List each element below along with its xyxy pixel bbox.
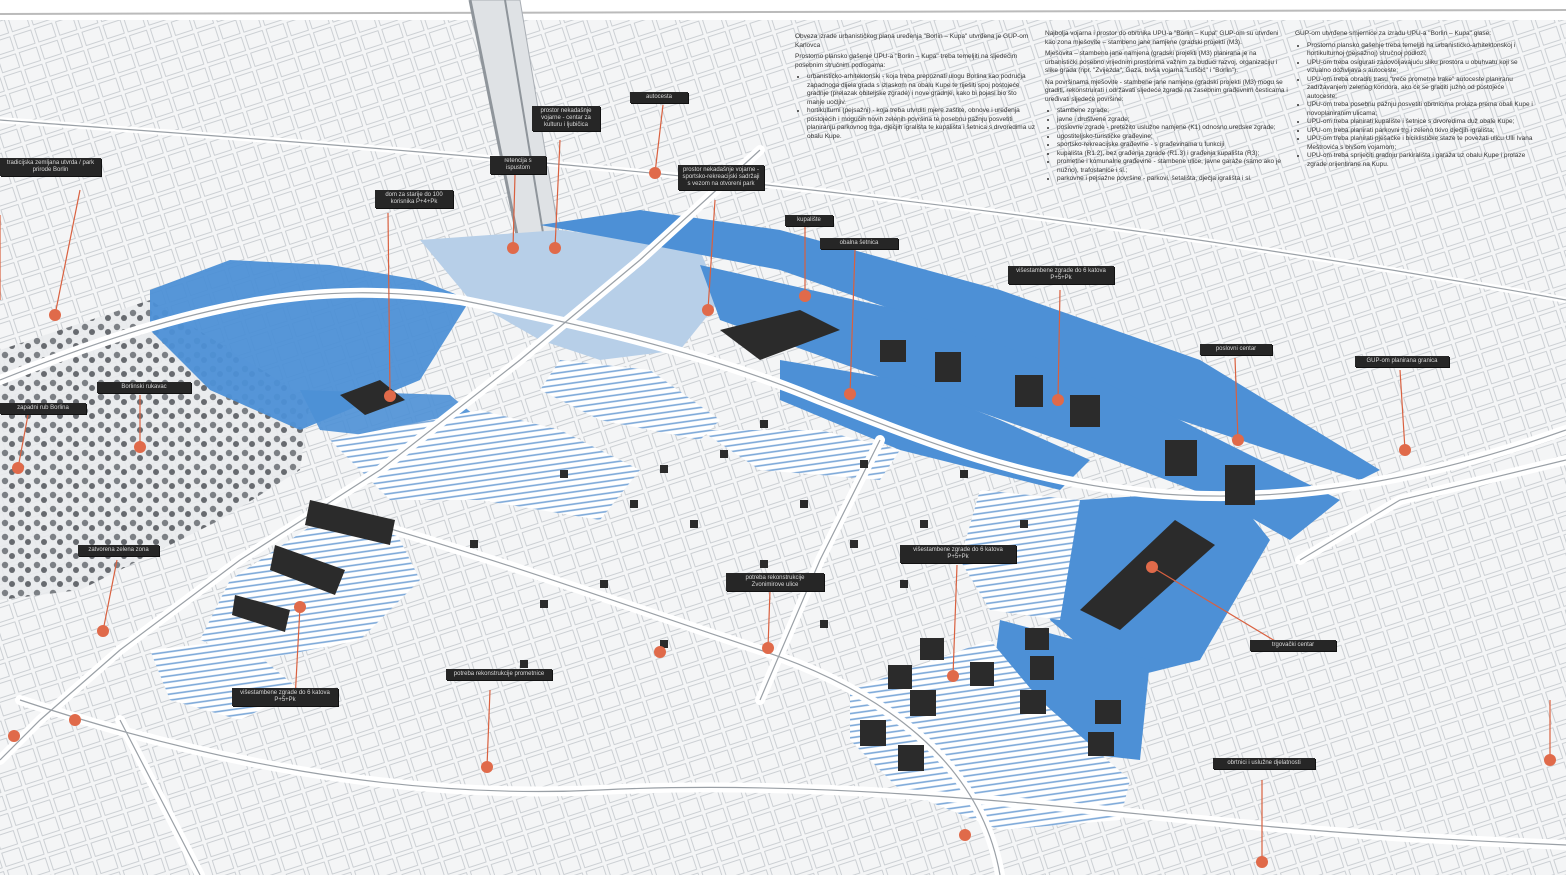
middle-item: kupališta (R1.2), bez građenja zgrade (R… (1057, 150, 1290, 159)
middle-item: sportsko-rekreacijske građevine - s građ… (1057, 141, 1290, 150)
label-potreba-rekon: potreba rekonstrukcije Zvonimirove ulice (726, 573, 824, 591)
right-item: UPU-om treba osigurati zadovoljavajuću s… (1307, 59, 1535, 76)
label-retencija: retencija s ispustom (490, 156, 546, 174)
label-visestambene-1: višestambene zgrade do 6 katova P+5+Pk (1008, 266, 1114, 284)
right-item: UPU-om treba planirati pješačke i bicikl… (1307, 135, 1535, 152)
right-intro: GUP-om utvrđene smjernice za izradu UPU-… (1295, 30, 1492, 37)
label-poslovni: poslovni centar (1200, 344, 1272, 355)
label-obrtnici: obrtnici i uslužne djelatnosti (1213, 758, 1315, 769)
right-item: Prostorno plansko gašenje treba temeljit… (1307, 42, 1535, 59)
text-block-left: Obveza izrade urbanističkog plana uređen… (795, 33, 1035, 144)
text-block-right: GUP-om utvrđene smjernice za izradu UPU-… (1295, 30, 1535, 172)
label-tradicijska-zona: tradicijska zemljana utvrda / park priro… (0, 158, 101, 176)
label-borlin-rub: Borlinski rukavac (97, 382, 191, 393)
label-autocesta: autocesta (630, 92, 688, 103)
label-sportski-centar: prostor nekadašnje vojarne - sportsko-re… (678, 165, 764, 190)
label-gup-granica: GUP-om planirana granica (1355, 356, 1449, 367)
left-heading: Obveza izrade urbanističkog plana uređen… (795, 33, 1029, 49)
middle-p3: Na površinama mješovite - stambene jane … (1045, 78, 1288, 103)
label-dom: dom za starije do 100 korisnika P+4+Pk (375, 190, 453, 208)
label-kupaliste: kupalište (785, 215, 833, 226)
middle-item: ugostiteljsko-turističke građevine; (1057, 133, 1290, 142)
label-visestambene-2: višestambene zgrade do 6 katova P+5+Pk (900, 545, 1016, 563)
label-trg: trgovački centar (1250, 640, 1336, 651)
label-zatvorena-zona: zatvorena zelena zona (78, 545, 159, 556)
right-item: UPU-om treba posebnu pažnju posvetiti ob… (1307, 101, 1535, 118)
middle-item: poslovne zgrade - pretežito uslužne namj… (1057, 124, 1290, 133)
middle-item: stambene zgrade; (1057, 107, 1290, 116)
left-intro: Prostorno plansko gašenje UPU-a "Borlin … (795, 53, 1018, 69)
right-item: UPU-om treba spriječiti gradnju parkiral… (1307, 152, 1535, 169)
middle-item: javne i društvene zgrade; (1057, 116, 1290, 125)
right-item: UPU-om treba obraditi trasu "treće prome… (1307, 76, 1535, 102)
label-prostor-vojarne: prostor nekadašnje vojarne - centar za k… (532, 106, 600, 131)
right-item: UPU-om treba planirati parkovni trg i ze… (1307, 127, 1535, 136)
label-zapadni-rub: zapadni rub Borlina (0, 403, 86, 414)
middle-item: prometne i komunalne građevine - stamben… (1057, 158, 1290, 175)
label-obalna-ruta: obalna šetnica (820, 238, 898, 249)
middle-p1: Najbolja vojarna i prostor do obrtnika U… (1045, 30, 1279, 46)
middle-p2: Mješovita – stambeno jane namjena (grads… (1045, 50, 1278, 74)
left-item: hortikulturni (pejsažni) - koja treba ut… (807, 107, 1035, 141)
middle-item: parkovne i pejsažne površine - parkovi, … (1057, 175, 1290, 184)
left-item: urbanističko-arhitektonski - koja treba … (807, 73, 1035, 107)
right-item: UPU-om treba planirati kupalište i šetni… (1307, 118, 1535, 127)
label-potreba-prom: potreba rekonstrukcije prometnice (446, 669, 552, 680)
text-block-middle: Najbolja vojarna i prostor do obrtnika U… (1045, 30, 1290, 187)
label-visestambene-3: višestambene zgrade do 6 katova P+5+Pk (232, 688, 338, 706)
